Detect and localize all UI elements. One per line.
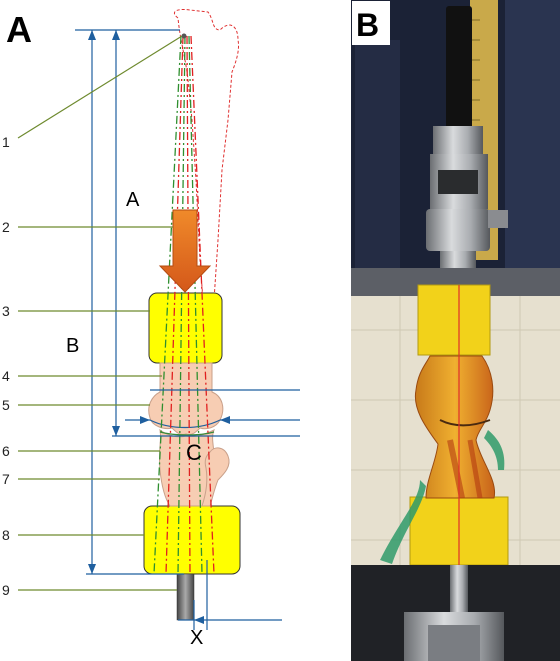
- schematic-panel: A: [2, 9, 300, 649]
- femoral-head-point: [181, 33, 187, 39]
- joint-line: [149, 419, 221, 429]
- mechanical-axes: [153, 35, 215, 575]
- callout-number: 2: [2, 219, 10, 235]
- callout-number: 6: [2, 443, 10, 459]
- dim-label-a: A: [126, 189, 140, 211]
- callout-number: 3: [2, 303, 10, 319]
- fibula-bone: [201, 447, 230, 507]
- callout-number: 9: [2, 582, 10, 598]
- upper-clamp: [148, 292, 223, 364]
- dim-label-c: C: [186, 440, 202, 465]
- lower-clamp: [143, 505, 241, 575]
- panel-letter-a: A: [6, 9, 32, 50]
- panel-letter-b: B: [356, 7, 379, 43]
- load-arrow: [158, 209, 212, 293]
- photo-upper-clamp: [417, 284, 491, 356]
- dimension-lines: [75, 29, 300, 630]
- lower-rod: [176, 573, 195, 621]
- callout-number: 1: [2, 134, 10, 150]
- callout-lines: [17, 35, 183, 591]
- callout-number: 8: [2, 527, 10, 543]
- meniscus-line: [159, 431, 215, 436]
- panel-letter-b-bg: [352, 1, 390, 45]
- callout-number: 4: [2, 368, 10, 384]
- callout-numbers: 1 2 3 4 5 6 7 8 9: [2, 134, 10, 598]
- green-sheet: [380, 480, 426, 564]
- callout-number: 7: [2, 471, 10, 487]
- dim-label-b: B: [66, 335, 79, 357]
- callout-number: 5: [2, 397, 10, 413]
- dim-label-x: X: [190, 627, 203, 649]
- photo-panel: B: [351, 0, 560, 661]
- knee-bone: [148, 362, 224, 435]
- load-cell: [446, 6, 472, 130]
- dimension-arrowheads: [88, 30, 230, 624]
